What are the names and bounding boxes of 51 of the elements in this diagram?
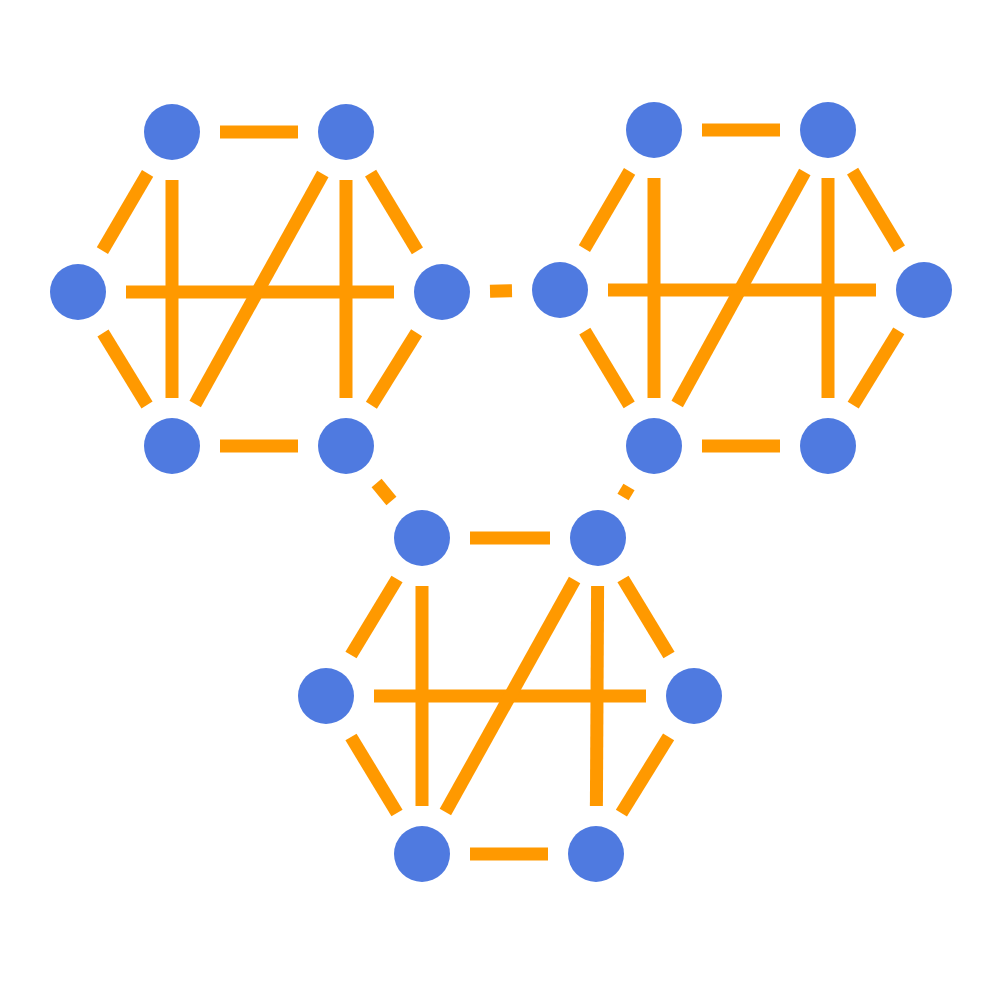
node-circle xyxy=(318,418,374,474)
edge-line xyxy=(371,478,397,506)
edge-line xyxy=(96,170,154,254)
node-circle xyxy=(800,102,856,158)
edge-line xyxy=(671,168,811,408)
edge-line xyxy=(189,170,329,408)
edge-line xyxy=(617,483,635,501)
edge-line xyxy=(220,439,298,453)
node-circle xyxy=(298,668,354,724)
edge-line xyxy=(489,284,513,298)
edge-line xyxy=(339,180,353,398)
node-circle xyxy=(318,104,374,160)
node-circle xyxy=(570,510,626,566)
node-circle xyxy=(394,510,450,566)
node-circle xyxy=(568,826,624,882)
node-circle xyxy=(144,104,200,160)
node-circle xyxy=(144,418,200,474)
node-circle xyxy=(896,262,952,318)
edge-line xyxy=(439,576,581,816)
node-circle xyxy=(532,262,588,318)
node-circle xyxy=(626,102,682,158)
edge-line xyxy=(617,575,675,659)
edge-line xyxy=(589,585,605,807)
edge-line xyxy=(345,733,403,817)
node-circle xyxy=(50,264,106,320)
node-circle xyxy=(626,418,682,474)
edge-line xyxy=(374,689,646,703)
edge-line xyxy=(470,531,550,545)
edge-line xyxy=(702,123,780,137)
edge-line xyxy=(578,168,636,252)
edge-line xyxy=(415,586,429,806)
node-circle xyxy=(666,668,722,724)
edge-line xyxy=(615,733,675,817)
edge-line xyxy=(702,439,780,453)
node-circle xyxy=(800,418,856,474)
edge-line xyxy=(126,285,394,299)
edge-line xyxy=(847,327,905,409)
edge-line xyxy=(220,125,298,139)
edge-line xyxy=(821,178,835,398)
edge-line xyxy=(647,178,661,398)
edge-line xyxy=(345,575,403,659)
edge-line xyxy=(847,167,905,253)
edge-line xyxy=(579,327,635,409)
edge-line xyxy=(365,169,423,255)
edge-line xyxy=(470,847,548,861)
node-circle xyxy=(394,826,450,882)
edge-line xyxy=(165,180,179,398)
edge-line xyxy=(365,329,423,409)
node-circle xyxy=(414,264,470,320)
edge-line xyxy=(97,329,153,409)
edge-line xyxy=(608,283,876,297)
